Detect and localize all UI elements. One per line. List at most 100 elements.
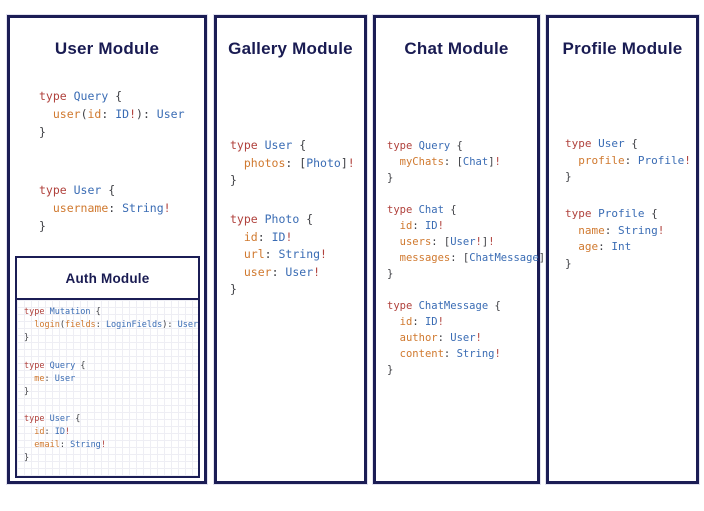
code-line: type Mutation { [24,306,198,319]
code-token: ID [424,316,438,328]
code-line: id: ID! [24,426,106,439]
code-token: : [443,348,457,360]
code-token: } [387,268,394,280]
code-token: type [24,361,50,371]
code-token: ID [271,229,286,244]
code-token: users [399,236,432,248]
code-token: ! [100,440,106,450]
code-token [39,201,53,215]
code-token [387,348,400,360]
code-token: String [70,440,101,450]
code-token: ] [340,155,348,170]
code-token: content [399,348,444,360]
code-token: } [230,173,237,187]
code-token: : [101,107,116,121]
code-line: } [565,169,691,186]
code-token: User [156,107,185,121]
code-token: login [34,320,60,330]
code-token: type [387,300,419,312]
code-token: Int [611,240,632,253]
code-token: ] [481,236,489,248]
code-line: username: String! [39,199,171,217]
code-token: type [39,89,74,103]
code-token: } [39,125,46,139]
code-token: } [565,256,572,270]
code-line: type User { [24,413,106,426]
code-token: } [24,453,30,463]
code-token [387,156,400,168]
code-token: { [299,138,307,152]
code-token: } [24,333,30,343]
code-token: id [87,107,102,121]
code-token: ! [488,236,495,248]
code-token: name [578,223,605,237]
code-token: : [108,201,123,215]
code-token: : [412,316,425,328]
code-token: ( [80,107,88,121]
code-token: : [412,220,425,232]
code-line: url: String! [230,246,327,264]
code-line: } [39,123,185,141]
code-token: id [399,316,413,328]
code-line: } [39,217,171,235]
code-token: fields [64,320,96,330]
code-token: { [631,137,638,150]
code-line: } [230,281,327,299]
code-token: user [243,264,272,279]
code-line: } [230,172,355,190]
code-token [387,220,400,232]
code-token: type [565,207,599,220]
code-token: email [34,440,60,450]
gallery-module-title: Gallery Module [228,39,353,58]
code-line: content: String! [387,346,501,362]
user-module-panel: User Module type Query { user(id: ID!): … [7,15,207,484]
code-line: login(fields: LoginFields): User [24,319,198,332]
code-token [230,265,244,279]
code-token: { [75,414,81,424]
code-token [39,107,53,121]
code-token: type [39,183,74,197]
code-line: id: ID! [230,229,327,247]
profile-module-panel: Profile Module type User { profile: Prof… [546,15,699,484]
code-token: me [34,374,45,384]
code-token: Photo [306,155,341,170]
code-token: ! [285,229,293,244]
code-token: : [44,374,55,384]
code-token: ! [347,155,355,170]
profile-module-code: type User { profile: Profile!}type Profi… [549,18,696,481]
code-token: ! [657,223,665,237]
code-line: author: User! [387,330,501,346]
code-token: : [95,320,106,330]
code-token: : [44,427,55,437]
code-token: type [565,137,599,150]
code-token: : [604,223,618,237]
code-block: type Query { user(id: ID!): User} [39,87,185,141]
code-token: } [230,282,237,296]
code-line: } [387,266,551,282]
code-token: user [52,107,81,121]
code-token: String [122,201,164,215]
code-line: type User { [565,136,691,153]
code-block: type ChatMessage { id: ID! author: User!… [387,298,501,378]
code-token: { [80,361,86,371]
code-block: type User { id: ID! email: String!} [24,413,106,465]
auth-module-header: Auth Module [17,258,198,300]
code-token: type [230,138,265,152]
chat-module-title: Chat Module [404,39,509,58]
code-token [387,332,400,344]
code-block: type Query { myChats: [Chat]!} [387,138,501,186]
code-token: profile [578,153,625,167]
code-token: myChats [399,156,444,168]
code-token: age [578,240,599,253]
code-token: Query [418,140,457,152]
code-token: ] [488,156,495,168]
code-token: ! [65,427,71,437]
code-token: { [108,183,116,197]
code-token: { [651,207,658,220]
code-token: : [59,440,71,450]
code-token: ! [163,201,171,215]
code-token: : [257,229,272,244]
code-token: ] [538,252,546,264]
code-token: ChatMessage [469,252,539,264]
